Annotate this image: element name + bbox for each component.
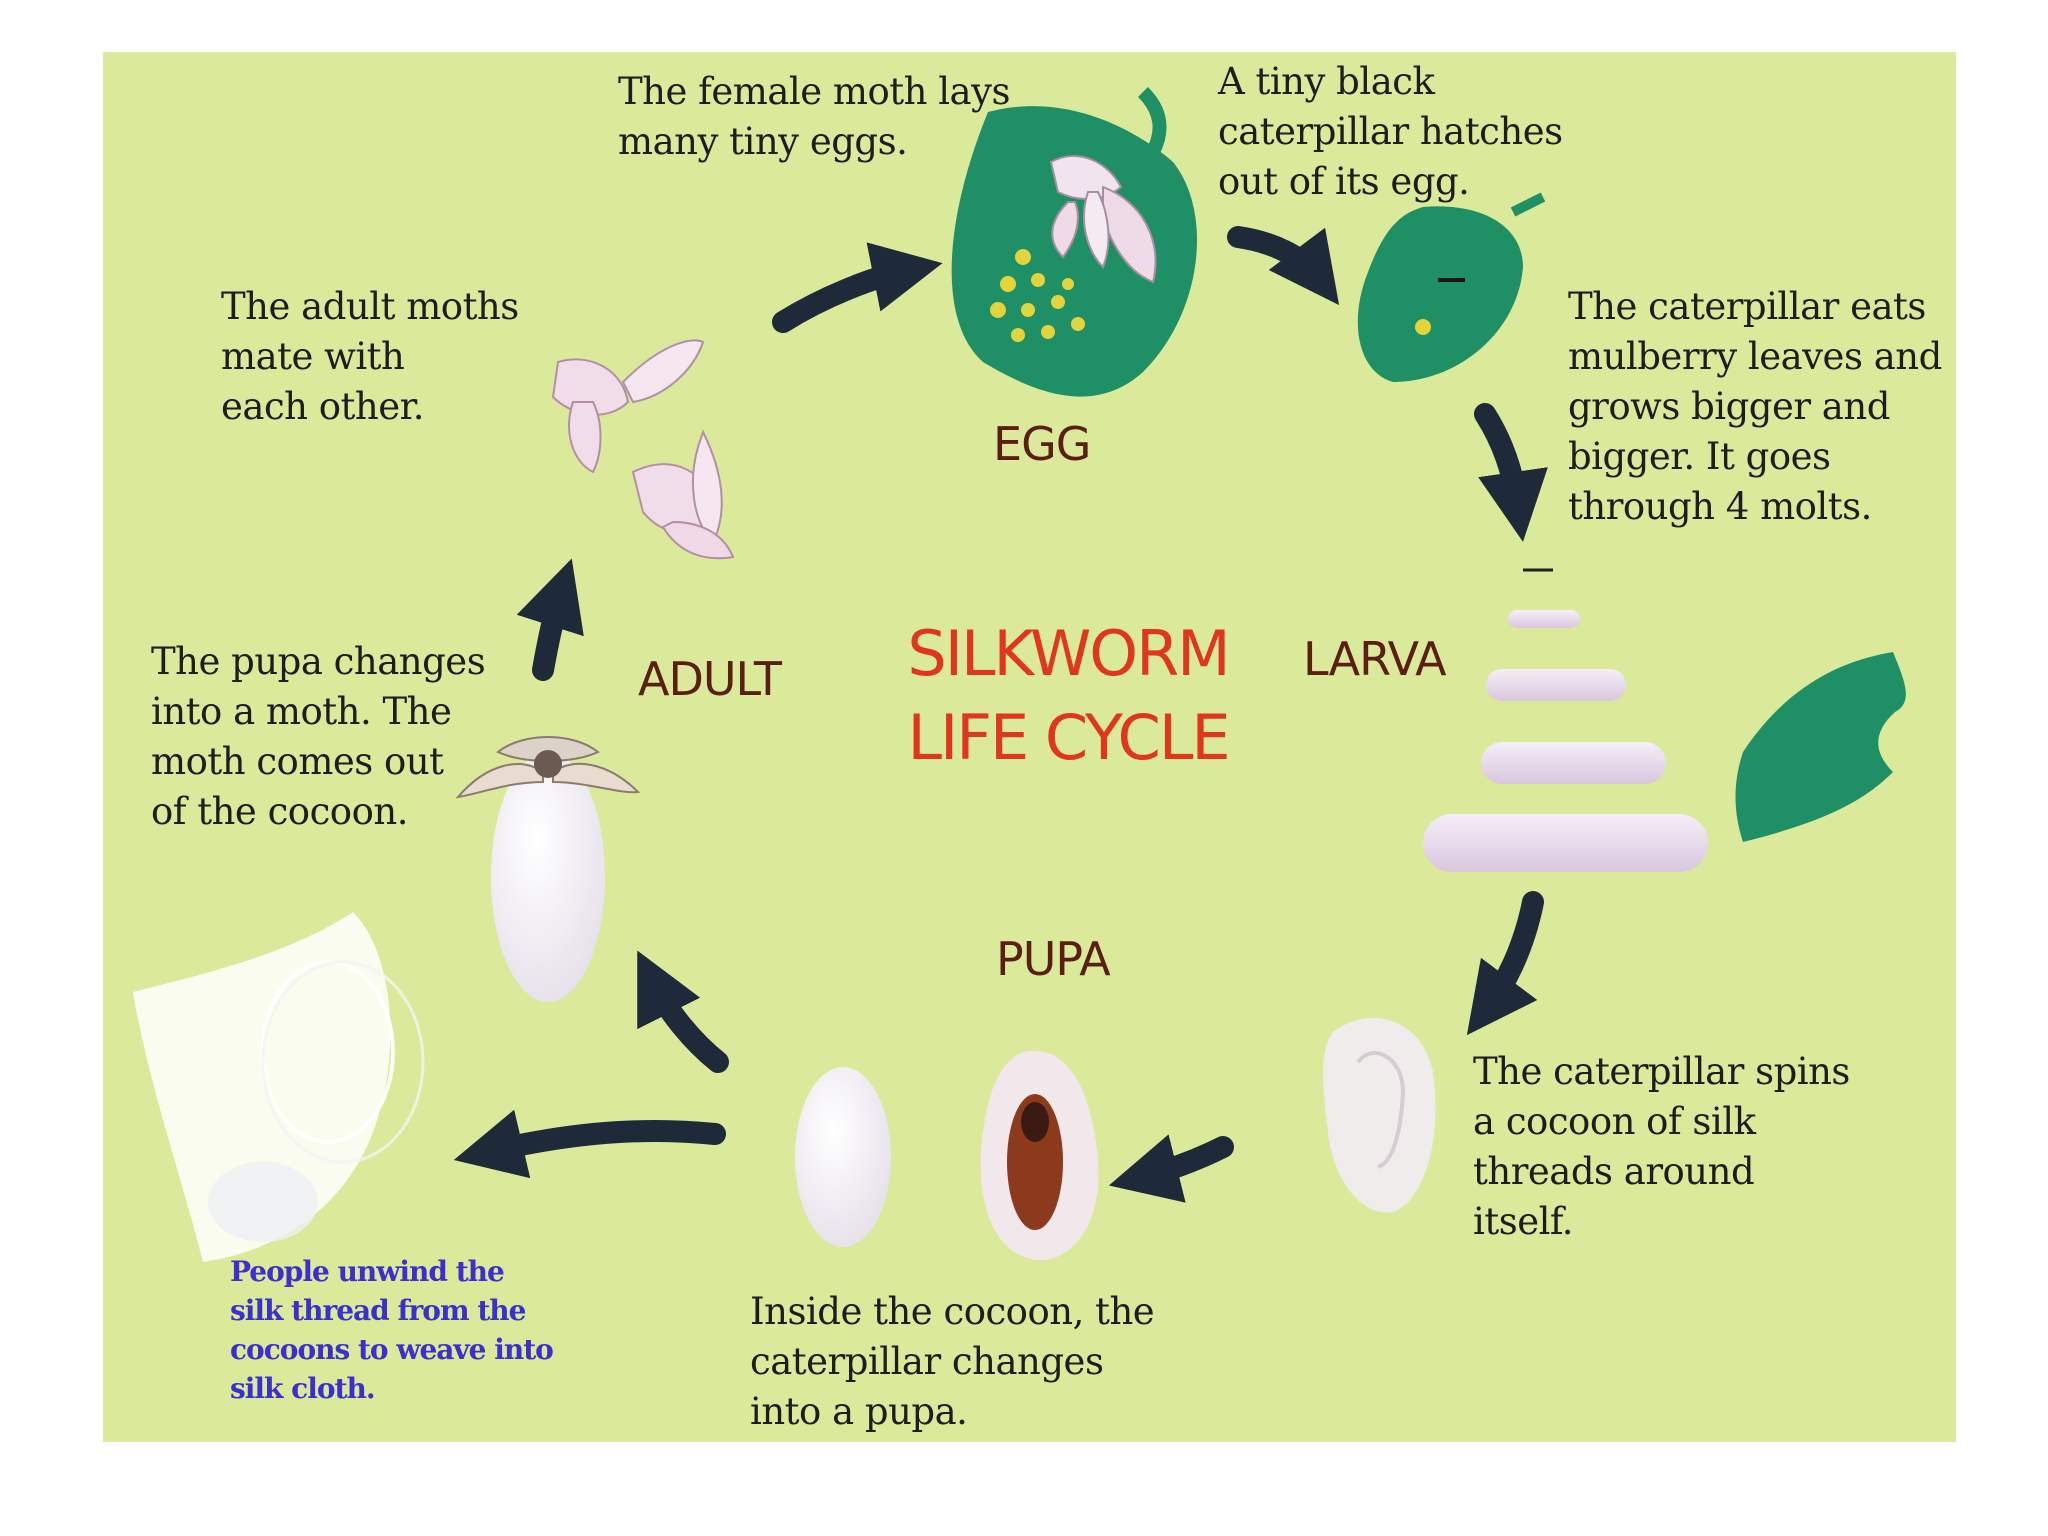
caption-hatches: A tiny black caterpillar hatches out of … [1218,57,1563,207]
caption-inside-cocoon: Inside the cocoon, the caterpillar chang… [750,1287,1154,1437]
caption-lays-eggs: The female moth lays many tiny eggs. [618,67,1010,167]
caption-adults-mate: The adult moths mate with each other. [221,282,519,432]
stage-label-egg: EGG [993,417,1090,471]
spinning-cocoon-illustration [1323,1018,1436,1213]
life-cycle-diagram: The female moth lays many tiny eggs. A t… [103,52,1956,1442]
adult-moths-illustration [553,340,733,558]
diagram-title: SILKWORM LIFE CYCLE [878,612,1258,780]
stage-label-larva: LARVA [1303,632,1446,686]
pupa-illustration [795,1051,1099,1260]
arrow-spin-to-pupa [1143,1147,1223,1177]
larva-illustration [1423,570,1708,872]
arrow-emerge-to-adults [543,592,561,670]
silk-skein-illustration [133,912,423,1262]
arrow-larva-to-spin [1488,902,1533,1007]
mulberry-leaf [1736,652,1906,842]
caption-unwind-silk: People unwind the silk thread from the c… [230,1252,553,1408]
stage-label-pupa: PUPA [996,932,1110,986]
caption-eats-leaves: The caterpillar eats mulberry leaves and… [1568,282,1942,532]
arrow-pupa-to-silk [488,1131,715,1152]
arrow-pupa-to-adult [653,982,718,1062]
caption-spins-cocoon: The caterpillar spins a cocoon of silk t… [1473,1047,1850,1247]
caption-pupa-changes: The pupa changes into a moth. The moth c… [151,637,485,837]
hatch-leaf-illustration [1358,197,1543,382]
arrow-adult-to-egg [783,270,908,322]
stage-label-adult: ADULT [638,652,781,706]
arrow-egg-to-hatch [1238,237,1318,277]
arrow-hatch-to-larva [1485,414,1518,507]
